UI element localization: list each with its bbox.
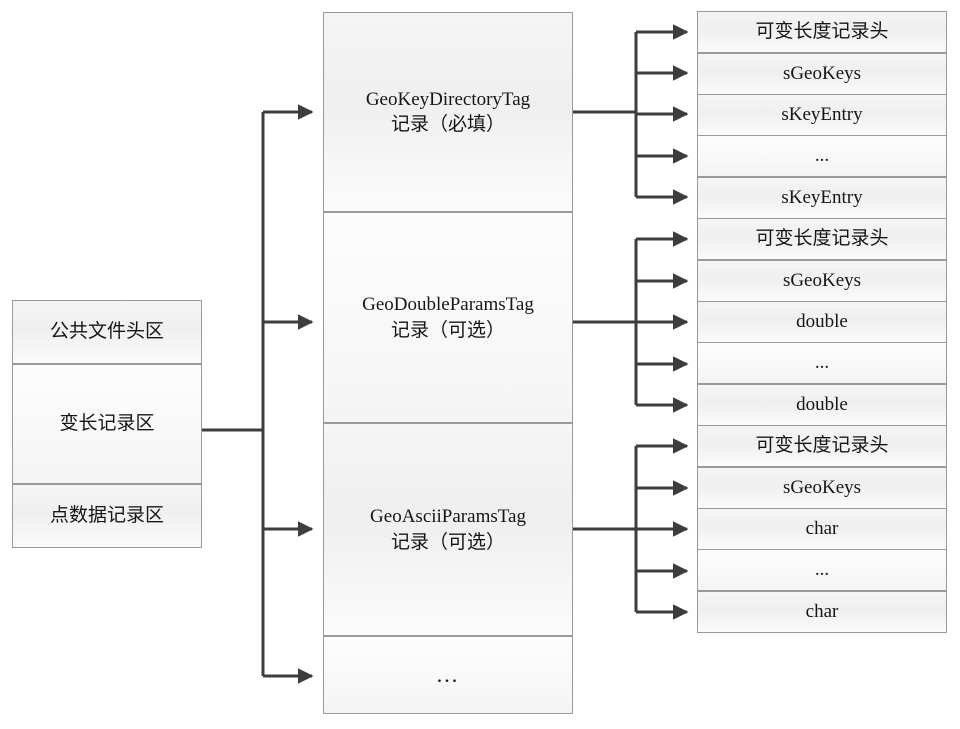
record-label-line2: 记录（必填） [390,114,505,135]
left-section-point-data-records[interactable]: 点数据记录区 [12,484,202,548]
wire-geokeydirectorytag-to-fields [573,24,689,205]
record-label: GeoDoubleParamsTag 记录（可选） [324,292,572,342]
field-row[interactable]: sGeoKeys [697,467,947,509]
field-label: ... [814,352,830,374]
field-row[interactable]: sKeyEntry [697,177,947,219]
left-section-variable-length-records[interactable]: 变长记录区 [12,364,202,484]
field-row-ellipsis[interactable]: ... [697,135,947,177]
left-section-label: 点数据记录区 [49,505,164,527]
geokeydirectorytag-field-list: 可变长度记录头 sGeoKeys sKeyEntry ... sKeyEntry [697,11,947,219]
las-file-structure-group: 公共文件头区 变长记录区 点数据记录区 [12,300,202,548]
variable-length-record-list: GeoKeyDirectoryTag 记录（必填） GeoDoubleParam… [323,12,573,714]
record-geodoubleparamstag[interactable]: GeoDoubleParamsTag 记录（可选） [323,212,573,423]
wire-geoasciiparamstag-to-fields [573,438,689,620]
field-row-ellipsis[interactable]: ... [697,549,947,591]
field-row[interactable]: 可变长度记录头 [697,218,947,260]
record-ellipsis[interactable]: ... [323,636,573,714]
field-label: 可变长度记录头 [755,228,889,250]
field-label: double [796,394,848,416]
field-label: char [805,518,839,540]
record-label-line2: 记录（可选） [390,319,505,341]
wire-geodoubleparamstag-to-fields [573,231,689,413]
wire-left-to-middle [202,104,314,684]
field-row[interactable]: sKeyEntry [697,94,947,136]
field-row[interactable]: 可变长度记录头 [697,425,947,467]
field-label: sKeyEntry [781,187,863,209]
field-label: sGeoKeys [782,477,862,499]
geodoubleparamstag-field-list: 可变长度记录头 sGeoKeys double ... double [697,218,947,426]
field-label: sGeoKeys [782,63,862,85]
field-row[interactable]: char [697,591,947,633]
left-section-label: 公共文件头区 [49,321,164,343]
record-geoasciiparamstag[interactable]: GeoAsciiParamsTag 记录（可选） [323,423,573,636]
field-row[interactable]: double [697,384,947,426]
record-label-line1: GeoKeyDirectoryTag [365,88,531,110]
field-row[interactable]: 可变长度记录头 [697,11,947,53]
field-row[interactable]: char [697,508,947,550]
field-label: char [805,601,839,623]
field-row[interactable]: sGeoKeys [697,53,947,95]
field-label: 可变长度记录头 [755,435,889,457]
field-label: sKeyEntry [781,104,863,126]
field-label: double [796,311,848,333]
field-row[interactable]: sGeoKeys [697,260,947,302]
left-section-public-header[interactable]: 公共文件头区 [12,300,202,364]
record-label-line1: GeoAsciiParamsTag [370,506,526,528]
record-label-line1: GeoDoubleParamsTag [362,294,534,316]
field-label: ... [814,559,830,581]
field-label: ... [814,145,830,167]
field-row[interactable]: double [697,301,947,343]
field-label: sGeoKeys [782,270,862,292]
record-label: GeoAsciiParamsTag 记录（可选） [324,504,572,554]
field-row-ellipsis[interactable]: ... [697,342,947,384]
record-label: GeoKeyDirectoryTag 记录（必填） [324,87,572,137]
field-label: 可变长度记录头 [755,21,889,43]
geoasciiparamstag-field-list: 可变长度记录头 sGeoKeys char ... char [697,425,947,633]
record-label-ellipsis: ... [436,662,460,688]
left-section-label: 变长记录区 [59,413,155,435]
record-label-line2: 记录（可选） [390,531,505,553]
record-geokeydirectorytag[interactable]: GeoKeyDirectoryTag 记录（必填） [323,12,573,212]
